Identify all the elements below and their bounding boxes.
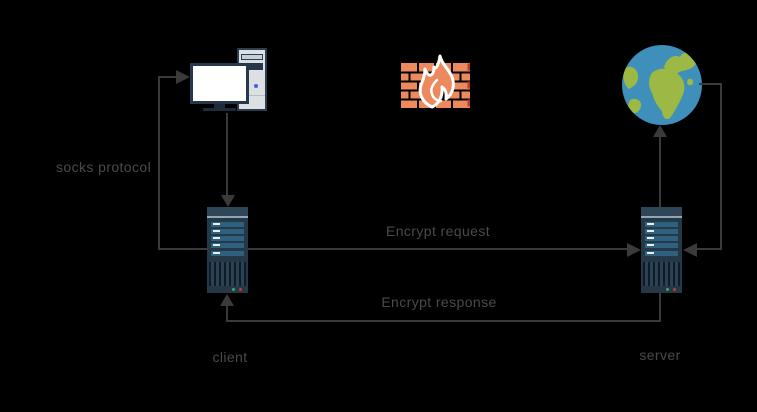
arrowhead-into-server-proxy-left xyxy=(627,243,641,257)
client-proxy-server-tower-icon xyxy=(207,207,248,293)
tower-vent xyxy=(643,262,680,286)
tower-vent xyxy=(209,262,246,286)
rack-bar xyxy=(211,251,244,256)
rack-bar xyxy=(211,236,244,241)
connector-globe-loop-top xyxy=(699,83,722,85)
connector-socks-bottom xyxy=(158,248,208,250)
connector-encrypt-response xyxy=(226,320,661,322)
arrowhead-into-server-proxy-right xyxy=(683,243,697,257)
rack-bar xyxy=(211,243,244,248)
flame-icon xyxy=(418,54,455,109)
tower-cap xyxy=(641,207,682,216)
brick-wall xyxy=(401,54,470,109)
connector-encrypt-request xyxy=(248,248,628,250)
encrypt-request-label: Encrypt request xyxy=(385,223,491,239)
monitor-icon xyxy=(190,63,249,104)
connector-response-down xyxy=(659,293,661,322)
firewall-icon xyxy=(401,53,473,113)
green-led xyxy=(666,288,669,291)
arrowhead-into-computer xyxy=(176,70,190,84)
arrowhead-into-globe xyxy=(653,125,667,137)
rack-bar xyxy=(645,243,678,248)
rack-bar xyxy=(211,229,244,234)
arrowhead-into-client-proxy-bottom xyxy=(220,294,234,306)
client-label: client xyxy=(212,349,248,365)
server-label: server xyxy=(639,347,681,363)
arrowhead-into-client-proxy-top xyxy=(221,195,235,207)
connector-server-proxy-to-globe xyxy=(659,137,661,207)
green-led xyxy=(232,288,235,291)
red-led xyxy=(673,288,676,291)
rack-bar xyxy=(211,222,244,227)
connector-globe-loop-vertical xyxy=(720,83,722,250)
rack-bar xyxy=(645,236,678,241)
server-proxy-server-tower-icon xyxy=(641,207,682,293)
encrypt-response-label: Encrypt response xyxy=(381,294,497,310)
drive-slot xyxy=(241,54,263,60)
rack-bar xyxy=(645,229,678,234)
connector-socks-top xyxy=(158,76,177,78)
connector-response-up xyxy=(226,305,228,322)
socks-protocol-label: socks protocol xyxy=(56,159,152,175)
monitor-stand-base xyxy=(203,108,236,111)
connector-globe-loop-bottom xyxy=(697,248,722,250)
tower-cap xyxy=(207,207,248,216)
connector-socks-vertical xyxy=(158,76,160,250)
globe-icon xyxy=(622,45,702,125)
power-button-dot xyxy=(254,84,258,88)
tower-cap-line xyxy=(641,216,682,218)
rack-bar xyxy=(645,222,678,227)
rack-bar xyxy=(645,251,678,256)
tower-cap-line xyxy=(207,216,248,218)
case-seam xyxy=(239,95,265,96)
connector-computer-to-client-proxy xyxy=(226,113,228,196)
monitor-stand xyxy=(214,104,225,108)
red-led xyxy=(239,288,242,291)
drive-slot xyxy=(241,63,263,70)
